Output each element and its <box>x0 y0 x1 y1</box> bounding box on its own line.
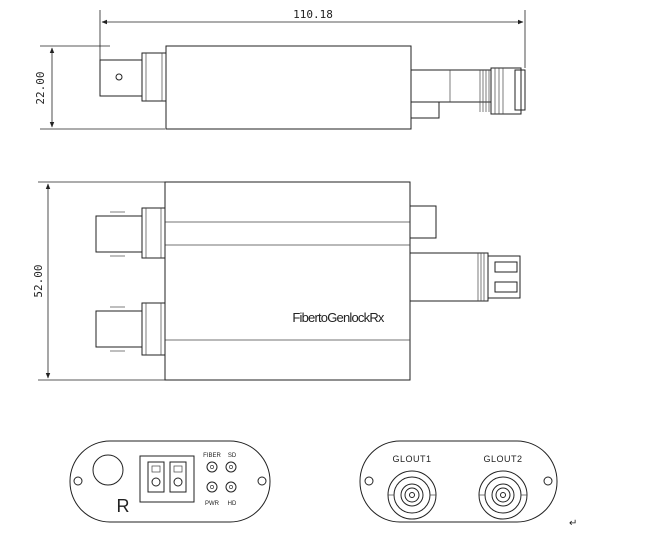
top-body <box>164 181 411 381</box>
pwr-led-icon <box>206 481 218 493</box>
device-label: FibertoGenlockRx <box>292 310 385 325</box>
indicator-window <box>92 454 124 486</box>
top-bnc-2 <box>95 302 166 356</box>
side-body <box>165 45 412 130</box>
top-sfp-ribs <box>477 253 485 301</box>
length-dimension-label: 110.18 <box>293 8 333 21</box>
front-panel: GLOUT1 GLOUT2 ↵ <box>359 440 577 529</box>
port-label-glout2: GLOUT2 <box>483 454 522 464</box>
side-view: 110.18 22.00 <box>34 8 526 130</box>
bnc-port-glout2 <box>478 470 528 520</box>
hd-led-icon <box>225 481 237 493</box>
led-label-pwr: PWR <box>205 501 220 507</box>
screw-icon <box>257 476 267 486</box>
fiber-led-icon <box>206 461 218 473</box>
led-label-fiber: FIBER <box>203 453 221 459</box>
screw-icon <box>73 476 83 486</box>
screw-icon <box>543 476 553 486</box>
bnc-port-glout1 <box>387 470 437 520</box>
width-dimension-label: 52.00 <box>32 264 45 297</box>
side-sfp-ribs <box>479 70 490 112</box>
fiber-port <box>139 455 195 503</box>
top-bnc-1 <box>95 207 166 259</box>
return-mark: ↵ <box>569 518 577 529</box>
led-label-hd: HD <box>228 501 237 507</box>
port-label-glout1: GLOUT1 <box>392 454 431 464</box>
height-dimension-label: 22.00 <box>34 71 47 104</box>
led-label-sd: SD <box>228 453 237 459</box>
screw-icon <box>364 476 374 486</box>
top-view: 52.00 <box>32 181 521 381</box>
sd-led-icon <box>225 461 237 473</box>
rear-panel-id: R <box>117 496 130 516</box>
rear-panel: R FIBER SD PWR HD <box>69 440 271 523</box>
